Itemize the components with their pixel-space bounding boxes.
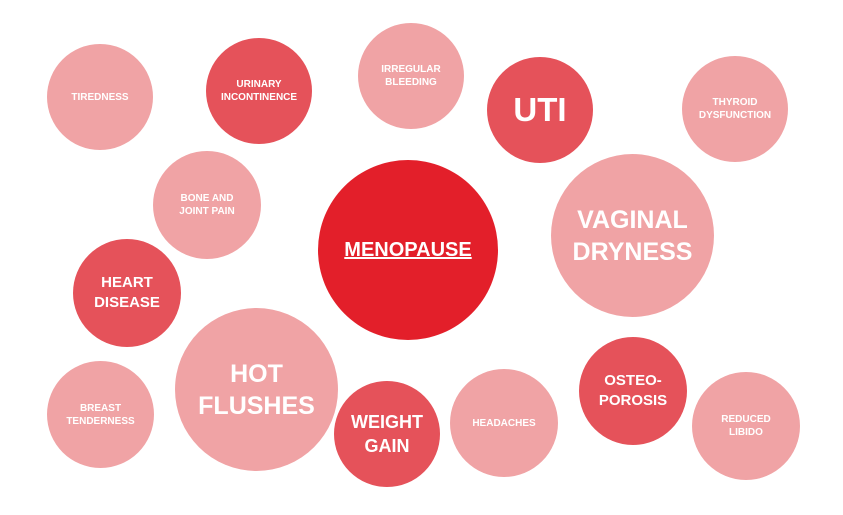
bubble-tiredness: TIREDNESS [47, 44, 153, 150]
bubble-vaginal-dryness: VAGINAL DRYNESS [551, 154, 714, 317]
bubble-label: TIREDNESS [71, 91, 129, 103]
center-label: MENOPAUSE [344, 238, 472, 261]
bubble-irregular-bleeding: IRREGULAR BLEEDING [358, 23, 464, 129]
bubble-label: BREAST TENDERNESS [66, 402, 135, 427]
bubble-heart-disease: HEART DISEASE [73, 239, 181, 347]
bubble-label: REDUCED LIBIDO [721, 414, 771, 438]
bubble-breast-tenderness: BREAST TENDERNESS [47, 361, 154, 468]
bubble-weight-gain: WEIGHT GAIN [334, 381, 440, 487]
bubble-uti: UTI [487, 57, 593, 163]
bubble-label: IRREGULAR BLEEDING [381, 64, 441, 88]
bubble-thyroid-dysfunction: THYROID DYSFUNCTION [682, 56, 788, 162]
bubble-label: HEART DISEASE [94, 274, 160, 311]
bubble-hot-flushes: HOT FLUSHES [175, 308, 338, 471]
bubble-reduced-libido: REDUCED LIBIDO [692, 372, 800, 480]
bubble-menopause-center: MENOPAUSE [318, 160, 498, 340]
bubble-label: URINARY INCONTINENCE [220, 79, 298, 103]
bubble-label: HOT FLUSHES [198, 359, 315, 420]
bubble-label: THYROID DYSFUNCTION [698, 97, 772, 121]
bubble-headaches: HEADACHES [450, 369, 558, 477]
bubble-label: VAGINAL DRYNESS [572, 205, 693, 266]
bubble-label: UTI [513, 91, 567, 128]
bubble-bone-and-joint-pain: BONE AND JOINT PAIN [153, 151, 261, 259]
bubble-label: BONE AND JOINT PAIN [179, 193, 235, 217]
bubble-osteoporosis: OSTEO-POROSIS [579, 337, 687, 445]
bubble-urinary-incontinence: URINARY INCONTINENCE [206, 38, 312, 144]
bubble-label: HEADACHES [472, 417, 536, 429]
bubble-label: OSTEO-POROSIS [598, 372, 668, 409]
bubble-label: WEIGHT GAIN [351, 412, 423, 456]
